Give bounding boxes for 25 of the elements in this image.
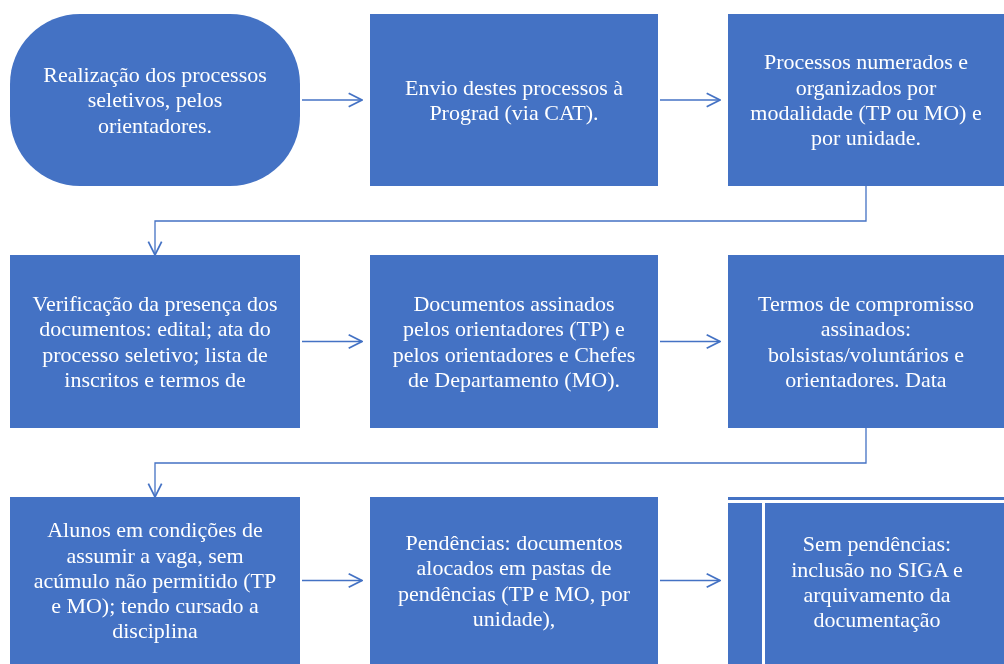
process-box	[370, 14, 658, 186]
box-text: Verificação da presença dos documentos: edital; ata do processo seletivo; lista de inscritos e termos de	[31, 290, 279, 393]
arrow	[301, 333, 363, 350]
box-text: Documentos assinados pelos orientadores (TP) e pelos orientadores e Chefes de Departamento (MO).	[391, 290, 637, 393]
process-box	[728, 14, 1004, 186]
process-box	[728, 255, 1004, 428]
arrow	[659, 572, 721, 589]
arrow	[301, 92, 363, 108]
arrow	[659, 92, 721, 108]
process-box	[370, 255, 658, 428]
box-text: Sem pendências: inclusão no SIGA e arquivamento da documentação	[790, 531, 964, 633]
process-box	[10, 255, 300, 428]
process-box	[370, 497, 658, 664]
arrow	[301, 572, 363, 589]
box-text: Realização dos processos seletivos, pelos orientadores.	[42, 62, 268, 138]
process-box	[10, 497, 300, 664]
box-text: Alunos em condições de assumir a vaga, sem acúmulo não permitido (TP e MO); tendo cursado a disciplina	[32, 517, 278, 644]
arrow	[659, 333, 721, 350]
box-text: Processos numerados e organizados por modalidade (TP ou MO) e por unidade.	[749, 49, 983, 151]
process-box	[728, 497, 1004, 664]
box-text: Envio destes processos à Prograd (via CAT).	[403, 74, 625, 126]
arrow	[147, 185, 867, 256]
box-text: Termos de compromisso assinados: bolsistas/voluntários e orientadores. Data	[757, 290, 975, 393]
arrow	[147, 427, 867, 498]
box-text: Pendências: documentos alocados em pastas de pendências (TP e MO, por unidade),	[397, 529, 631, 632]
